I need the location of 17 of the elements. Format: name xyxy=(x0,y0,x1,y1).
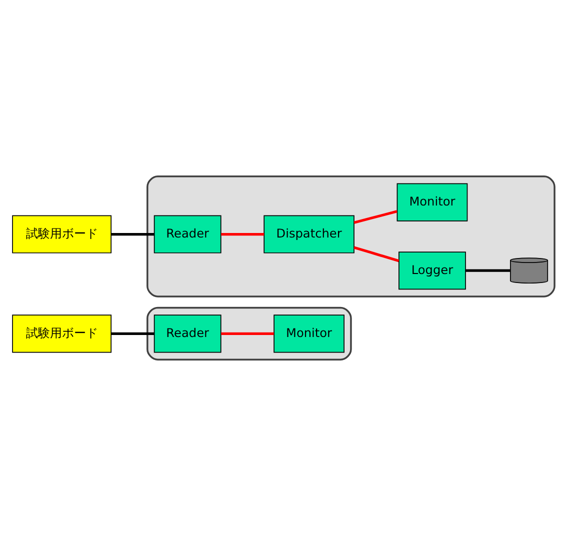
connector xyxy=(466,269,510,272)
node-box: Dispatcher xyxy=(264,215,354,254)
connector xyxy=(111,233,154,236)
connector xyxy=(111,332,154,335)
node-box: 試験用ボード xyxy=(12,314,112,353)
cluster xyxy=(146,306,352,360)
node-box: Logger xyxy=(398,252,466,290)
node-box: Monitor xyxy=(274,314,344,353)
node-box: Monitor xyxy=(396,183,468,222)
connector xyxy=(354,246,400,262)
node-box: Reader xyxy=(154,314,222,353)
connector xyxy=(221,233,264,236)
connector xyxy=(354,210,398,224)
node-box: Reader xyxy=(154,215,222,254)
cluster xyxy=(146,176,556,298)
connector xyxy=(221,332,274,335)
node-box: 試験用ボード xyxy=(12,215,112,254)
